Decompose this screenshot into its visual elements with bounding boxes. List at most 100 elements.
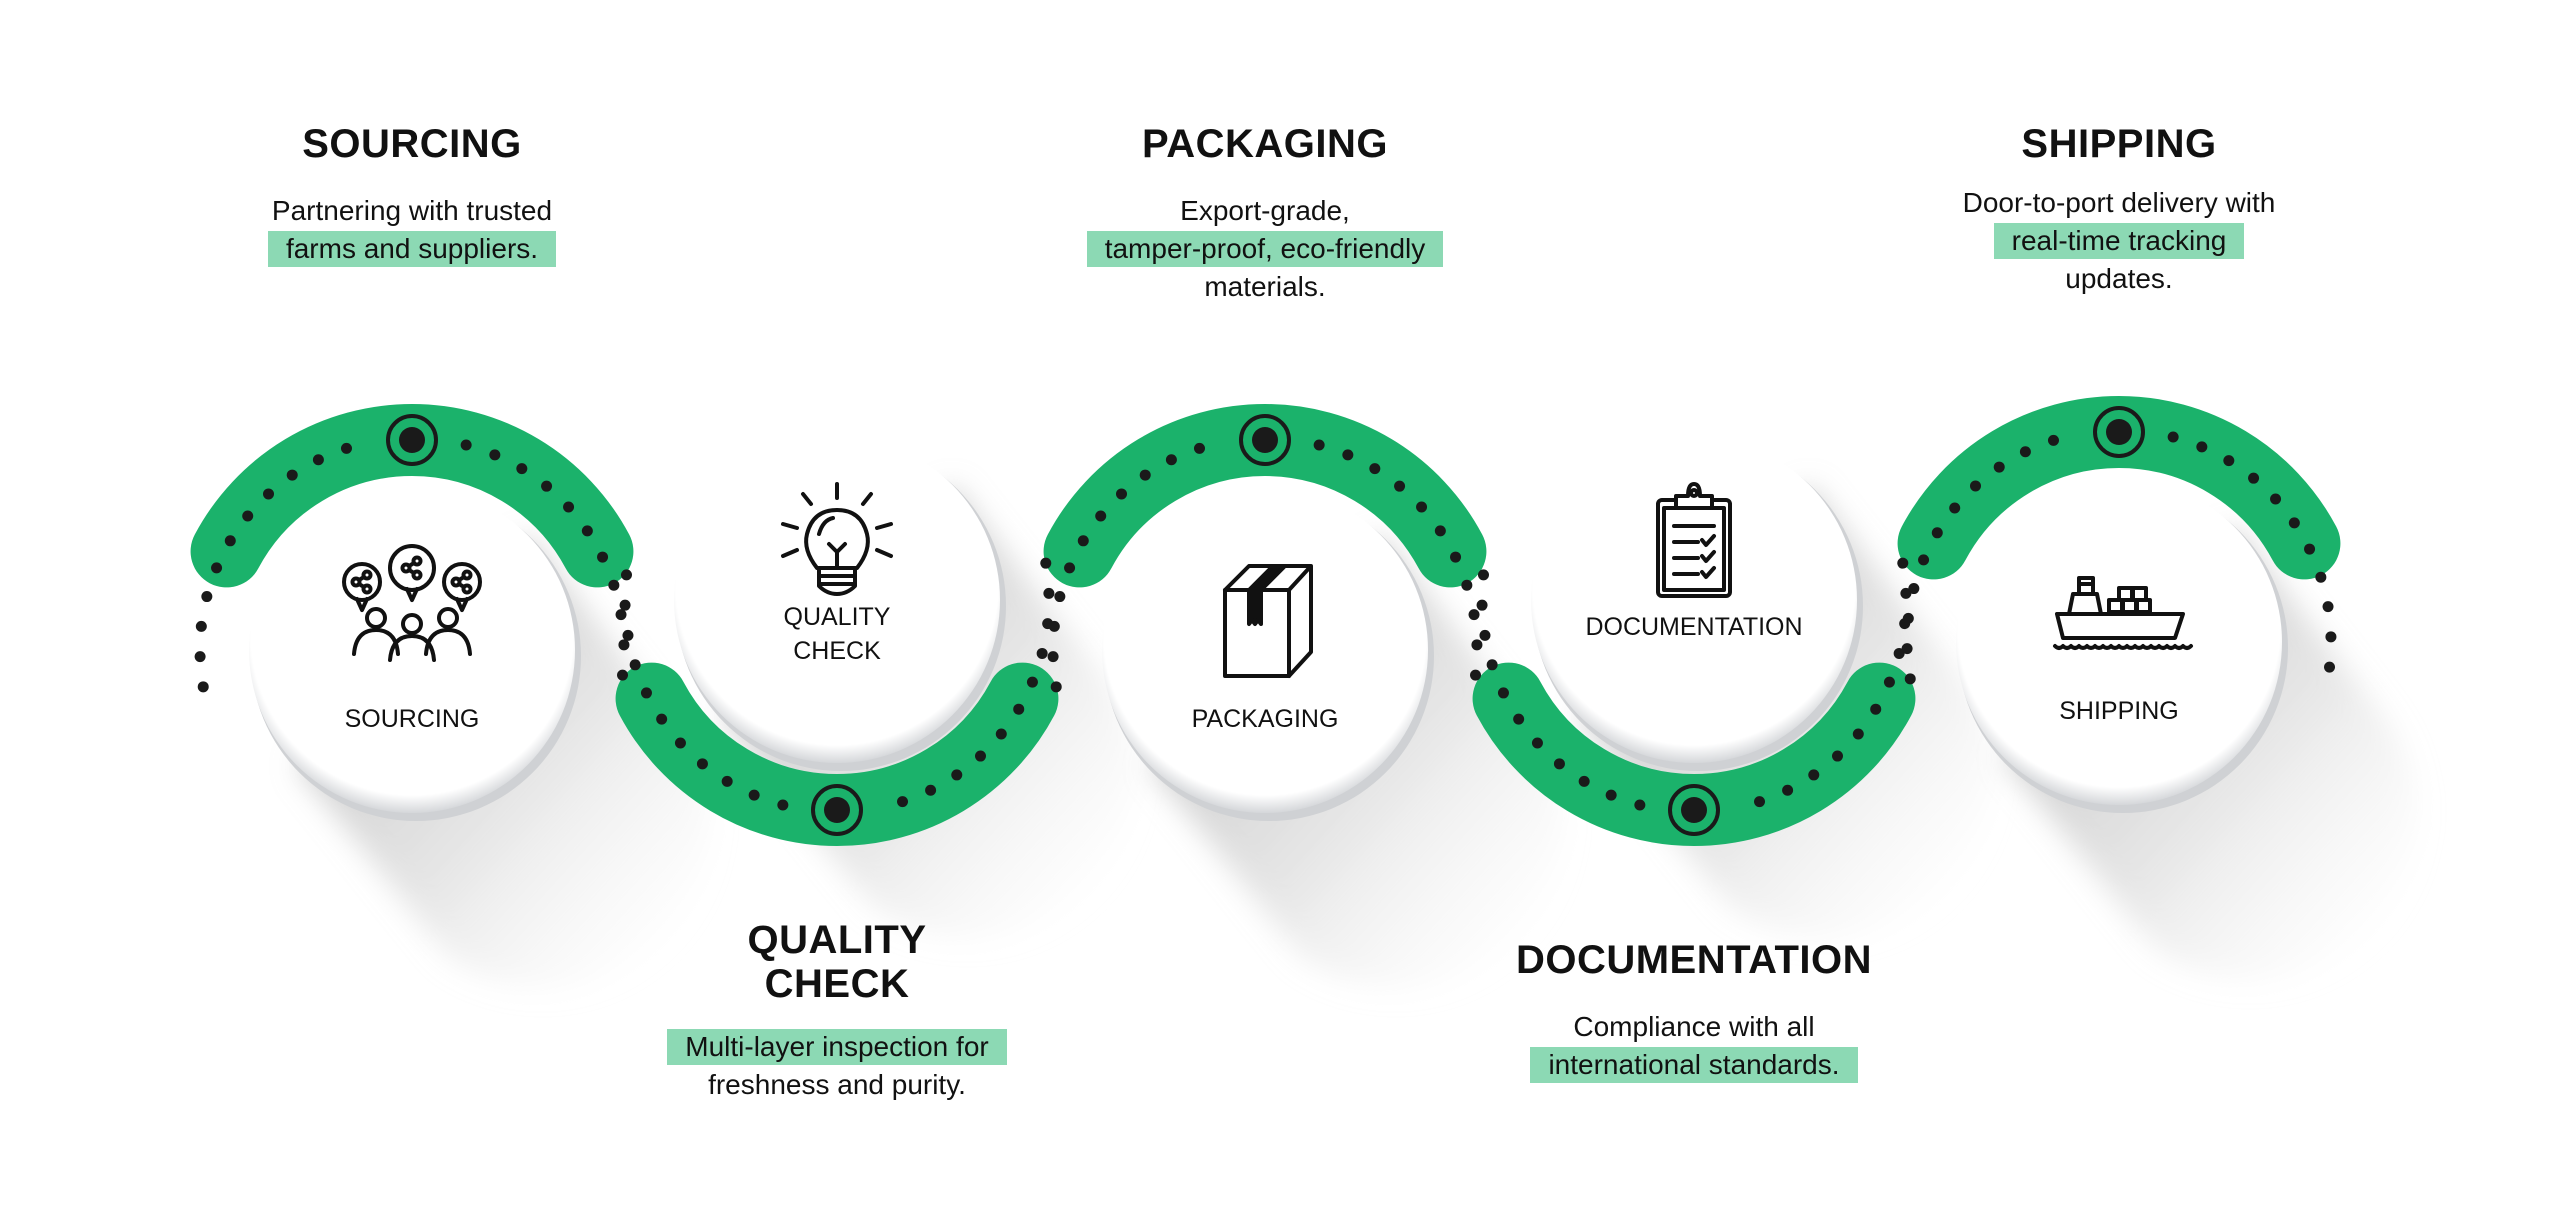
path-dot [1754,796,1766,808]
path-dot [1893,647,1905,659]
step-title: DOCUMENTATION [1515,938,1873,982]
path-dot [201,591,213,603]
path-dot [1476,599,1488,611]
path-dot [640,687,652,699]
step-circle-packaging[interactable] [1102,487,1428,813]
path-dot [1531,737,1543,749]
path-dot [1461,579,1473,591]
highlighted-text: farms and suppliers. [267,231,557,267]
path-dot [1095,510,1107,522]
path-dot [1050,681,1062,693]
description-line: freshness and purity. [708,1069,966,1100]
path-dot [581,525,593,537]
path-dot [1477,569,1489,581]
path-dot [608,579,620,591]
step-description: Multi-layer inspection for freshness and … [537,1028,1137,1104]
path-dot [617,669,629,681]
path-dot [242,510,254,522]
path-dot [1313,439,1325,451]
step-circle-shipping[interactable] [1956,479,2282,805]
step-title: SOURCING [302,122,522,166]
path-dot [2322,601,2334,613]
path-dot [2047,434,2059,446]
circle-label: SOURCING [272,702,552,736]
circle-layer [249,437,2288,821]
path-dot [1486,659,1498,671]
path-dot [1013,703,1025,715]
path-dot [925,784,937,796]
description-line: Export-grade, [1180,195,1350,226]
circle-label-line: PACKAGING [1191,705,1339,733]
step-text-sourcing: SOURCING Partnering with trusted farms and… [112,122,712,268]
path-dot [1036,647,1048,659]
path-dot [194,651,206,663]
path-dot [197,681,209,693]
path-dot [2248,472,2260,484]
path-dot [516,463,528,475]
path-dot [1193,442,1205,454]
path-dot [1468,609,1480,621]
path-dot [1578,775,1590,787]
path-dot [1416,501,1428,513]
path-dot [1497,687,1509,699]
path-dot [286,469,298,481]
description-line: Compliance with all [1573,1011,1815,1042]
path-dot [1900,587,1912,599]
step-title-line: QUALITY [747,918,927,962]
target-marker-ring [811,784,863,836]
path-dot [1949,502,1961,514]
path-dot [2315,571,2327,583]
path-dot [563,501,575,513]
path-dot [1904,673,1916,685]
path-dot [541,480,553,492]
description-line: Partnering with trusted [271,195,553,226]
path-dot [618,639,630,651]
path-dot [1513,713,1525,725]
path-dot [1342,449,1354,461]
highlighted-text: Multi-layer inspection for [667,1029,1007,1065]
path-dot [974,750,986,762]
path-dot [1901,643,1913,655]
path-dot [1047,651,1059,663]
path-dot [1831,750,1843,762]
step-circle-documentation[interactable] [1531,437,1857,763]
target-marker-dot [399,427,425,453]
path-dot [622,629,634,641]
path-dot [951,769,963,781]
path-dot [629,659,641,671]
path-dot [1605,789,1617,801]
path-dot [1479,629,1491,641]
description-line: materials. [1204,271,1326,302]
path-dot [1165,454,1177,466]
path-dot [1054,591,1066,603]
path-dot [674,737,686,749]
step-circle-sourcing[interactable] [249,487,575,813]
path-dot [777,799,789,811]
path-dot [1931,527,1943,539]
path-dot [489,449,501,461]
path-dot [2304,543,2316,555]
path-dot [340,442,352,454]
path-dot [1450,551,1462,563]
path-dot [1369,463,1381,475]
path-dot [1077,535,1089,547]
path-dot [1434,525,1446,537]
box-icon [1223,564,1313,678]
path-dot [1870,703,1882,715]
circle-label-line: SOURCING [344,705,480,733]
path-dot [748,789,760,801]
path-dot [620,569,632,581]
path-dot [2019,446,2031,458]
step-circle-quality-check[interactable] [674,437,1000,763]
cargo-ship-icon [2053,576,2193,650]
lightbulb-icon [781,482,893,596]
path-dot [995,728,1007,740]
path-dot [2196,441,2208,453]
target-marker-ring [386,414,438,466]
